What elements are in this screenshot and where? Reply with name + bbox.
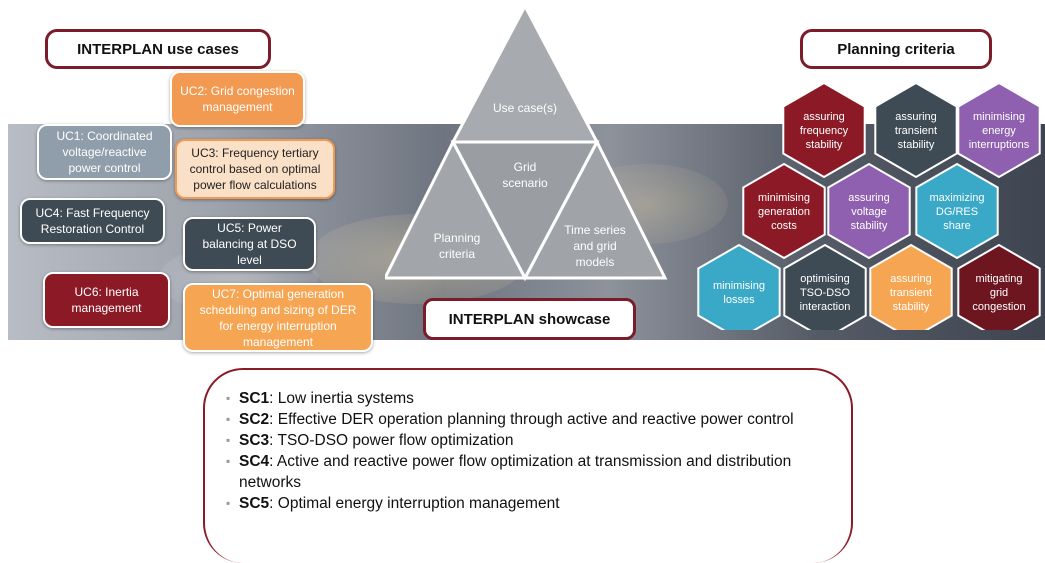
hexagon-shape: [783, 243, 867, 330]
showcase-list-box: [203, 368, 853, 563]
showcase-item-sc3: ▪SC3: TSO-DSO power flow optimization: [226, 432, 514, 449]
triangle-right: [522, 138, 668, 280]
use-cases-header: INTERPLAN use cases: [45, 29, 271, 69]
triangle-top-label: Use case(s): [493, 101, 557, 115]
showcase-header: INTERPLAN showcase: [423, 298, 636, 340]
use-case-uc5: UC5: Power balancing at DSO level: [183, 217, 316, 271]
hexagon-shape: [697, 243, 781, 330]
use-case-uc7: UC7: Optimal generation scheduling and s…: [183, 283, 373, 352]
planning-criteria-header: Planning criteria: [800, 29, 992, 69]
showcase-item-sc1: ▪SC1: Low inertia systems: [226, 390, 414, 407]
use-case-uc2: UC2: Grid congestion management: [170, 71, 305, 127]
hexagon-shape: [957, 243, 1041, 330]
use-case-uc3: UC3: Frequency tertiary control based on…: [175, 139, 335, 199]
use-case-uc6: UC6: Inertia management: [43, 272, 170, 328]
showcase-list: ▪SC1: Low inertia systems ▪SC2: Effectiv…: [226, 388, 846, 514]
hexagon-shape: [782, 81, 866, 179]
hexagon-shape: [742, 162, 826, 260]
showcase-item-sc4: ▪SC4: Active and reactive power flow opt…: [226, 453, 792, 491]
hexagon-shape: [827, 162, 911, 260]
hexagon-shape: [957, 81, 1041, 179]
use-case-uc4: UC4: Fast Frequency Restoration Control: [20, 198, 165, 244]
triangle-left: [385, 138, 528, 280]
hexagon-shape: [915, 162, 999, 260]
hexagon-shape: [874, 81, 958, 179]
use-case-uc1: UC1: Coordinated voltage/reactive power …: [37, 124, 172, 180]
showcase-item-sc2: ▪SC2: Effective DER operation planning t…: [226, 411, 794, 428]
showcase-item-sc5: ▪SC5: Optimal energy interruption manage…: [226, 495, 560, 512]
hexagon-shape: [869, 243, 953, 330]
triangle-top: [450, 6, 600, 144]
